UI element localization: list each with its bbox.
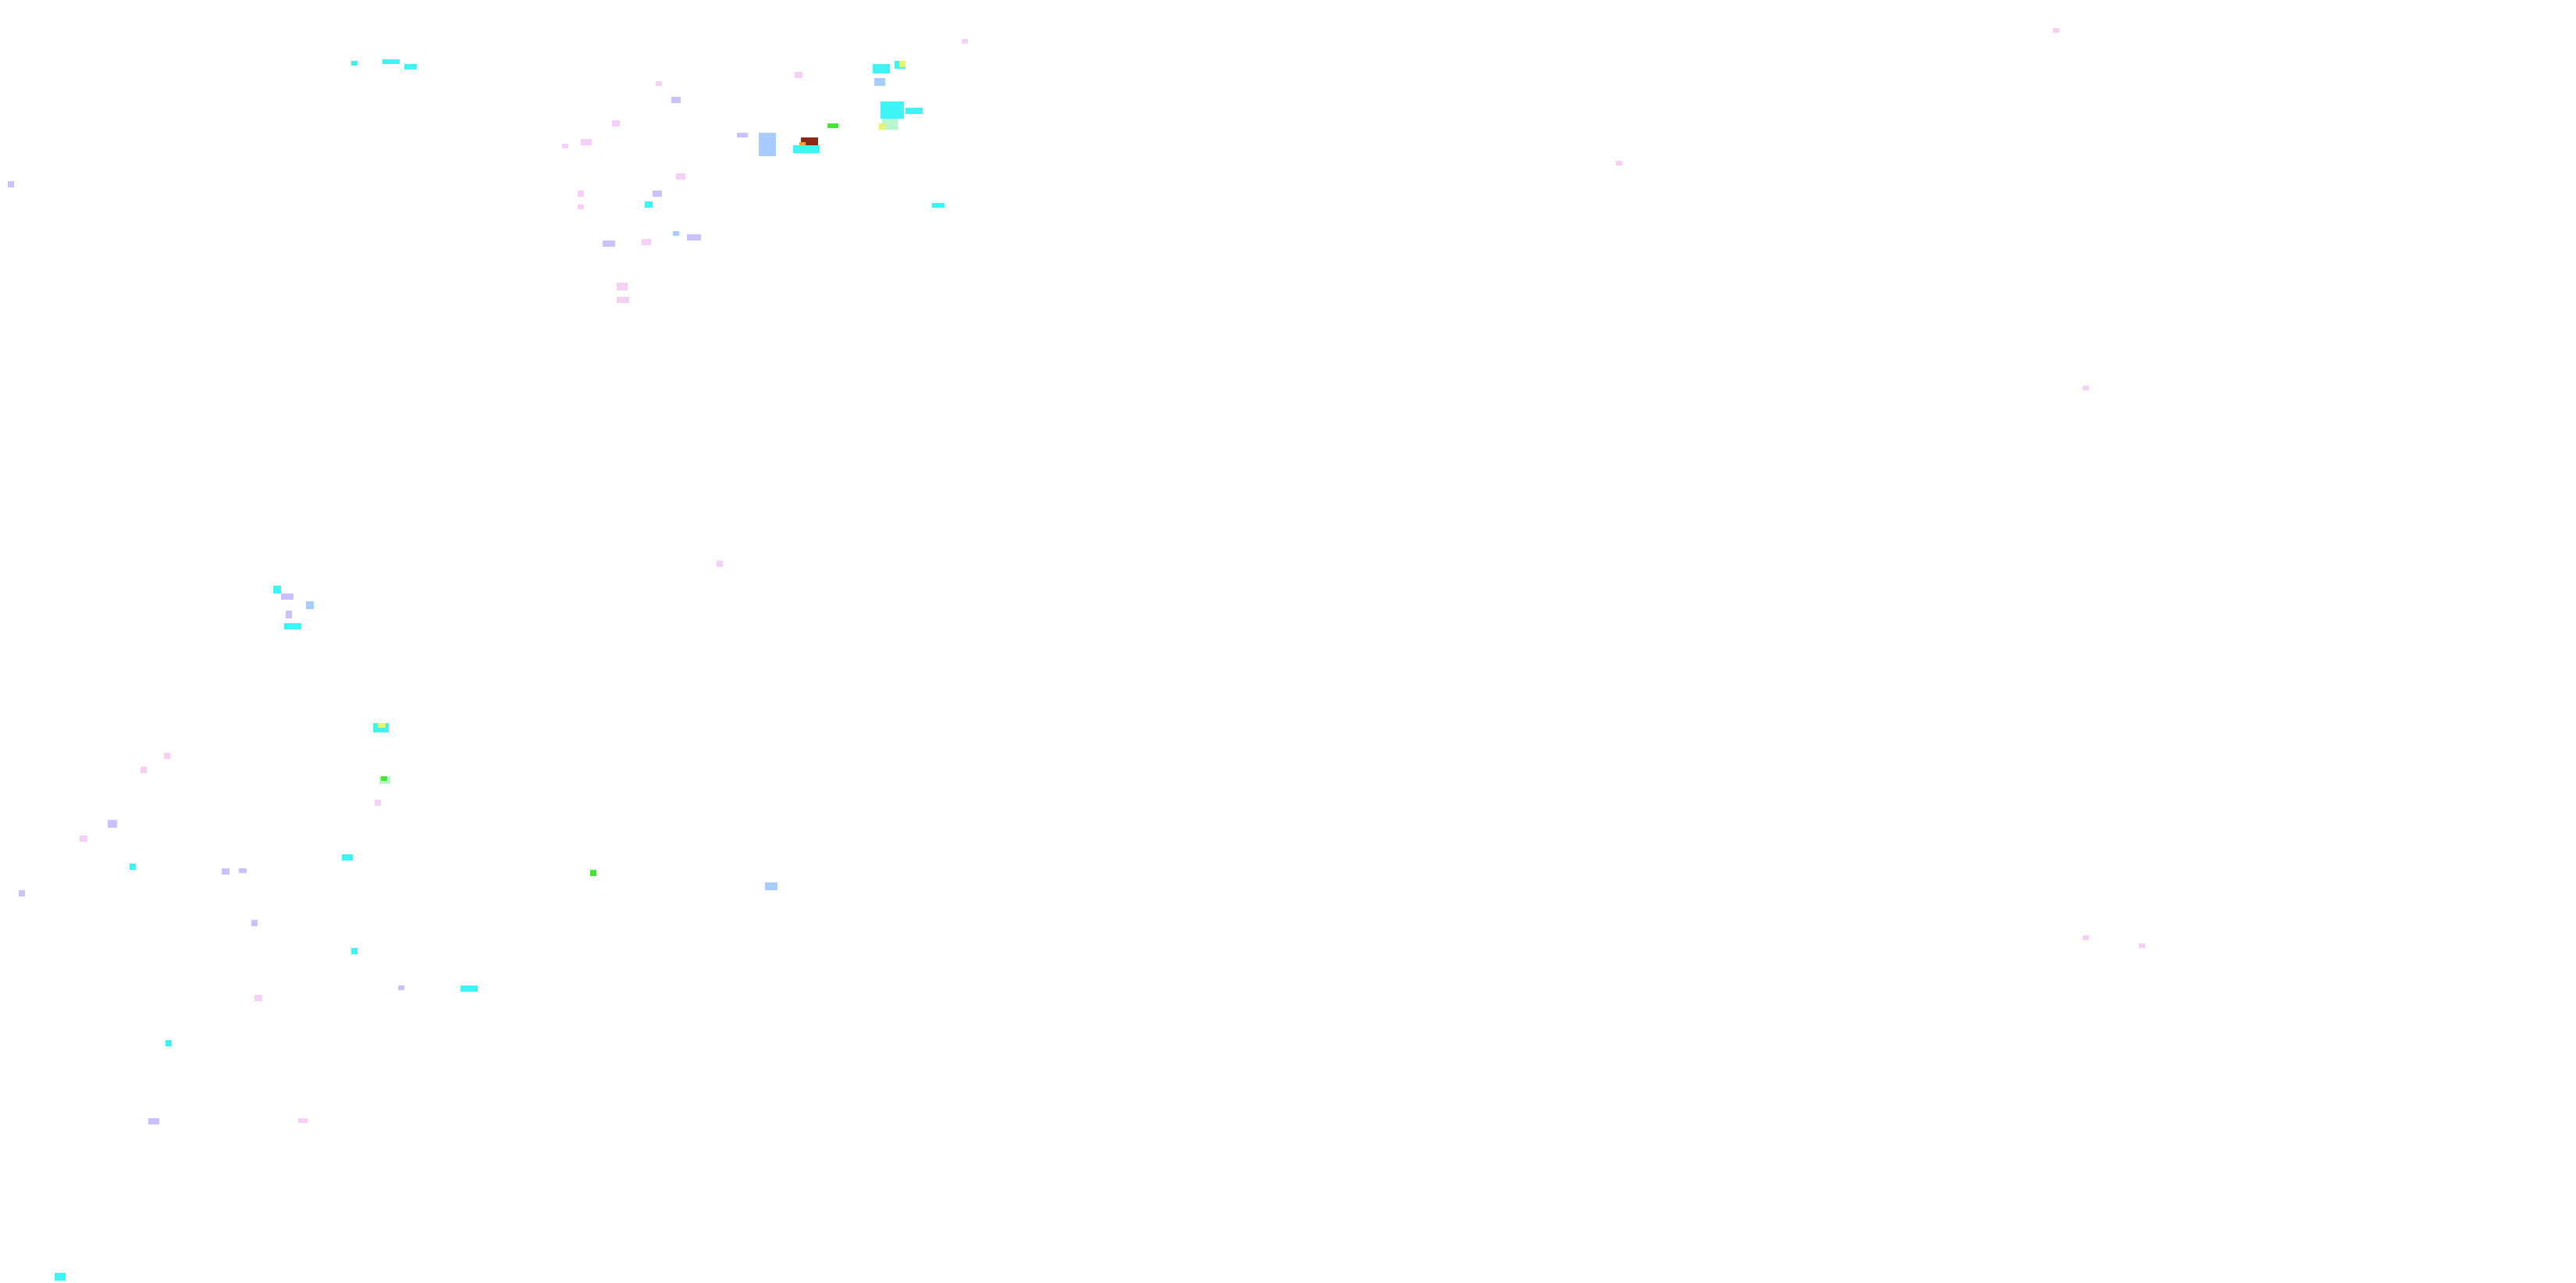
speck (273, 586, 281, 593)
speck (351, 948, 358, 954)
speck (382, 59, 400, 64)
speck (404, 64, 417, 69)
speck (906, 108, 923, 114)
speck (398, 985, 404, 990)
speck (617, 297, 629, 303)
speck (239, 868, 247, 873)
speck (375, 800, 381, 806)
artifact-cluster-top (8, 39, 968, 303)
speck (578, 191, 584, 197)
speck (306, 601, 314, 609)
speck (351, 61, 358, 66)
speck (222, 868, 229, 875)
speck (645, 201, 653, 208)
speck (148, 1118, 159, 1124)
speck (676, 173, 685, 180)
speck (8, 181, 14, 187)
speck (612, 120, 620, 127)
speck (882, 119, 898, 130)
speck (381, 776, 387, 781)
speck (251, 920, 258, 926)
speck (55, 1273, 66, 1281)
speck (286, 611, 292, 618)
speck (765, 882, 777, 890)
speck (656, 81, 662, 86)
speck (2083, 386, 2089, 390)
speck (19, 890, 25, 896)
speck (461, 985, 478, 992)
speck (687, 234, 701, 241)
speck (874, 78, 885, 86)
speck (673, 231, 679, 236)
speck (108, 820, 117, 828)
speck (2083, 936, 2089, 940)
speck (281, 593, 294, 600)
speck (881, 102, 904, 119)
speck (653, 191, 662, 197)
speck (141, 767, 147, 773)
speck (254, 995, 262, 1001)
speck (590, 870, 596, 876)
speck (130, 864, 136, 870)
speck (617, 283, 628, 290)
speck (342, 854, 353, 861)
speck (165, 1040, 172, 1046)
speck (879, 123, 885, 130)
artifact-cluster-middle (19, 561, 777, 1281)
speck (962, 39, 968, 44)
artifact-cluster-right (1616, 28, 2145, 948)
speck (793, 145, 820, 153)
speck (603, 241, 615, 247)
speck (164, 753, 170, 759)
speck (1616, 161, 1622, 166)
speck (873, 64, 890, 73)
speck (2053, 28, 2059, 33)
speck (737, 133, 748, 137)
speck (899, 61, 906, 67)
speck (298, 1118, 308, 1123)
speck (671, 97, 681, 103)
speck (717, 561, 723, 567)
speck (578, 205, 584, 209)
speck (581, 139, 592, 145)
speck (642, 239, 651, 245)
speck (759, 133, 776, 156)
speck (827, 123, 838, 128)
speck (795, 72, 802, 78)
speck (2139, 943, 2145, 948)
speck (80, 836, 87, 842)
speck (932, 203, 945, 208)
speck (378, 723, 386, 728)
speck (284, 623, 301, 629)
speck (801, 137, 818, 145)
speck (562, 144, 568, 148)
